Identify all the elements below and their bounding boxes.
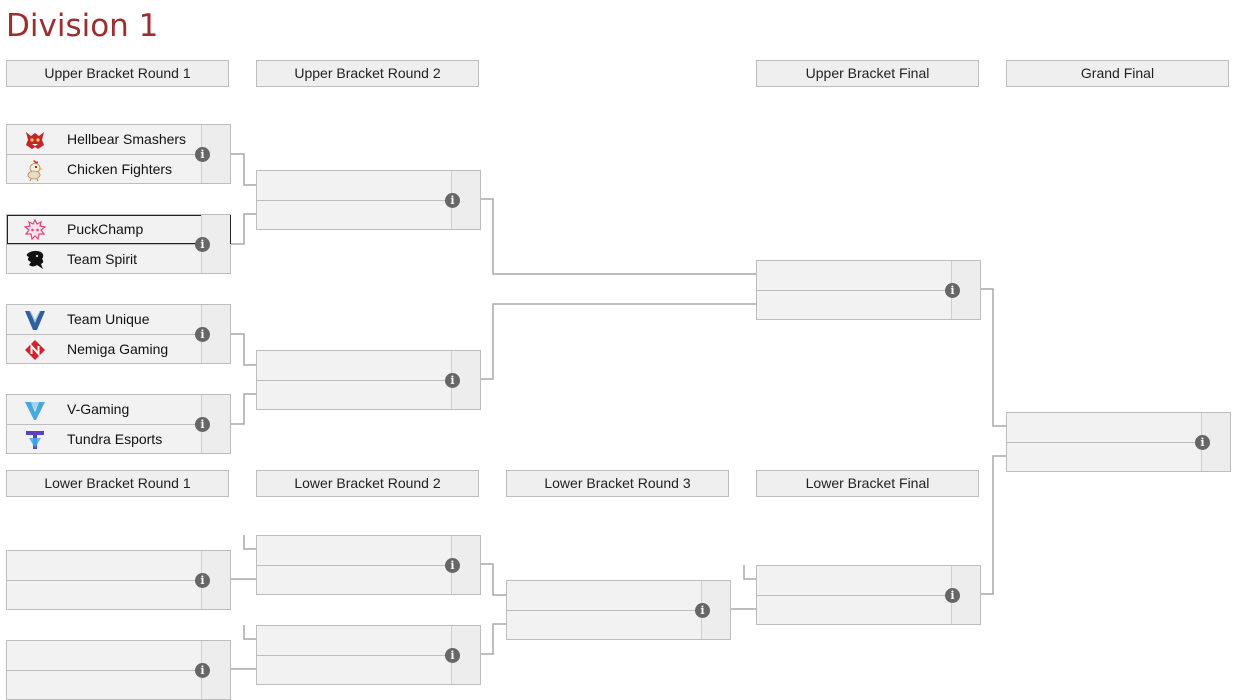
ub-r2-match-1[interactable]: i — [256, 170, 481, 230]
team-slot[interactable]: V-Gaming — [7, 395, 202, 424]
team-slot[interactable] — [507, 611, 702, 640]
lb-r3-match[interactable]: i — [506, 580, 731, 640]
info-icon[interactable]: i — [195, 147, 210, 162]
header-upper-bracket-round-1: Upper Bracket Round 1 — [6, 60, 229, 87]
lb-r1-match-1[interactable]: i — [6, 550, 231, 610]
nemiga-logo-icon — [25, 340, 45, 360]
team-slot[interactable]: Hellbear Smashers — [7, 125, 202, 154]
team-slot[interactable]: Tundra Esports — [7, 425, 202, 454]
info-icon[interactable]: i — [945, 283, 960, 298]
ub-r2-match-2[interactable]: i — [256, 350, 481, 410]
team-name: Nemiga Gaming — [67, 341, 169, 357]
team-slot[interactable]: Chicken Fighters — [7, 155, 202, 184]
team-slot[interactable] — [257, 566, 452, 595]
team-slot[interactable] — [7, 641, 202, 670]
tundra-logo-icon — [26, 431, 44, 449]
header-grand-final: Grand Final — [1006, 60, 1229, 87]
team-slot[interactable] — [257, 536, 452, 565]
team-slot[interactable] — [757, 566, 952, 595]
info-icon[interactable]: i — [195, 237, 210, 252]
info-icon[interactable]: i — [445, 373, 460, 388]
info-icon[interactable]: i — [195, 417, 210, 432]
ub-final-match[interactable]: i — [756, 260, 981, 320]
header-lower-bracket-final: Lower Bracket Final — [756, 470, 979, 497]
puckchamp-logo-icon — [23, 218, 47, 241]
team-slot[interactable] — [257, 626, 452, 655]
team-slot[interactable] — [257, 171, 452, 200]
team-slot[interactable]: Team Spirit — [7, 245, 202, 274]
team-name: Hellbear Smashers — [67, 131, 187, 147]
team-slot[interactable] — [757, 291, 952, 320]
lb-r2-match-2[interactable]: i — [256, 625, 481, 685]
team-name: Chicken Fighters — [67, 161, 173, 177]
vgaming-logo-icon — [25, 402, 45, 420]
team-slot[interactable] — [257, 381, 452, 410]
header-upper-bracket-final: Upper Bracket Final — [756, 60, 979, 87]
spirit-dragon-logo-icon — [26, 250, 44, 269]
team-slot[interactable] — [257, 351, 452, 380]
ub-r1-match-3[interactable]: Team Unique Nemiga Gaming i — [6, 304, 231, 364]
grand-final-match[interactable]: i — [1006, 412, 1231, 472]
ub-r1-match-2[interactable]: PuckChamp Team Spirit i — [6, 214, 231, 274]
ub-r1-match-1[interactable]: Hellbear Smashers Chicken Fighters i — [6, 124, 231, 184]
team-slot[interactable] — [1007, 413, 1202, 442]
lb-r2-match-1[interactable]: i — [256, 535, 481, 595]
ub-r1-match-4[interactable]: V-Gaming Tundra Esports i — [6, 394, 231, 454]
info-icon[interactable]: i — [695, 603, 710, 618]
team-slot[interactable] — [757, 261, 952, 290]
team-slot[interactable] — [507, 581, 702, 610]
info-icon[interactable]: i — [945, 588, 960, 603]
team-name: PuckChamp — [67, 221, 144, 237]
info-icon[interactable]: i — [195, 663, 210, 678]
lb-r1-match-2[interactable]: i — [6, 640, 231, 700]
team-name: V-Gaming — [67, 401, 130, 417]
division-title: Division 1 — [6, 8, 159, 44]
team-slot[interactable]: Team Unique — [7, 305, 202, 334]
team-slot[interactable] — [757, 596, 952, 625]
team-slot[interactable] — [1007, 443, 1202, 472]
hellbear-logo-icon — [26, 132, 44, 149]
lb-final-match[interactable]: i — [756, 565, 981, 625]
unique-logo-icon — [25, 310, 45, 330]
info-icon[interactable]: i — [445, 648, 460, 663]
team-slot[interactable] — [257, 201, 452, 230]
team-slot[interactable]: Nemiga Gaming — [7, 335, 202, 364]
team-name: Tundra Esports — [67, 431, 163, 447]
team-slot[interactable]: PuckChamp — [7, 215, 231, 244]
chicken-logo-icon — [27, 160, 43, 182]
team-slot[interactable] — [7, 671, 202, 700]
header-lower-bracket-round-1: Lower Bracket Round 1 — [6, 470, 229, 497]
team-slot[interactable] — [7, 551, 202, 580]
info-icon[interactable]: i — [445, 558, 460, 573]
header-upper-bracket-round-2: Upper Bracket Round 2 — [256, 60, 479, 87]
info-icon[interactable]: i — [195, 573, 210, 588]
team-name: Team Spirit — [67, 251, 138, 267]
info-icon[interactable]: i — [195, 327, 210, 342]
team-slot[interactable] — [257, 656, 452, 685]
info-icon[interactable]: i — [445, 193, 460, 208]
team-name: Team Unique — [67, 311, 150, 327]
header-lower-bracket-round-2: Lower Bracket Round 2 — [256, 470, 479, 497]
info-icon[interactable]: i — [1195, 435, 1210, 450]
team-slot[interactable] — [7, 581, 202, 610]
header-lower-bracket-round-3: Lower Bracket Round 3 — [506, 470, 729, 497]
